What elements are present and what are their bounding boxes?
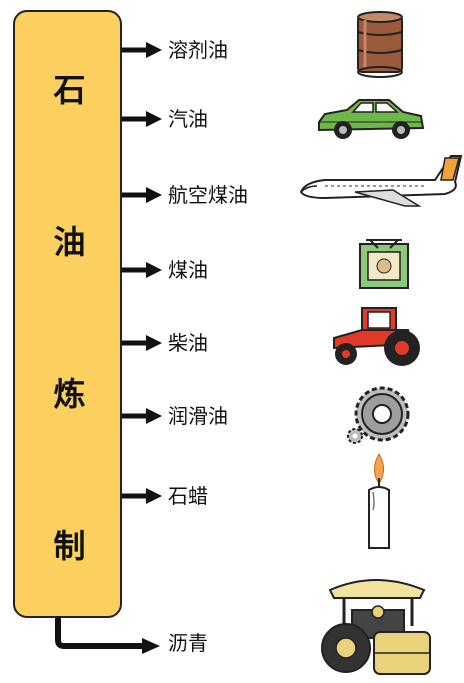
gear-icon (347, 386, 410, 444)
column-char-3: 炼 (53, 375, 86, 413)
product-row-lubricant: 润滑油 (0, 401, 464, 431)
product-label-kerosene: 煤油 (168, 258, 208, 282)
arrow-icon (122, 187, 162, 203)
arrow-icon (122, 42, 162, 58)
column-char-4: 制 (53, 527, 86, 565)
product-label-jet-fuel: 航空煤油 (168, 183, 248, 207)
asphalt-pipe (55, 616, 160, 654)
product-row-asphalt: 沥青 (0, 628, 464, 658)
product-row-solvent: 溶剂油 (0, 35, 464, 65)
arrow-icon (122, 408, 162, 424)
refinery-column: 石 油 炼 制 (13, 10, 122, 618)
road-roller-icon (321, 579, 431, 675)
column-char-2: 油 (53, 223, 86, 261)
product-row-diesel: 柴油 (0, 328, 464, 358)
product-row-jet-fuel: 航空煤油 (0, 180, 464, 210)
product-label-gasoline: 汽油 (168, 107, 208, 131)
arrow-icon (122, 262, 162, 278)
car-icon (318, 99, 425, 139)
column-char-1: 石 (53, 71, 86, 109)
tractor-icon (333, 307, 420, 366)
product-label-lubricant: 润滑油 (168, 404, 228, 428)
arrow-icon (122, 111, 162, 127)
product-row-paraffin: 石蜡 (0, 481, 464, 511)
product-label-solvent: 溶剂油 (168, 38, 228, 62)
airplane-icon (299, 155, 463, 207)
product-label-paraffin: 石蜡 (168, 484, 208, 508)
arrow-icon (122, 335, 162, 351)
product-row-kerosene: 煤油 (0, 255, 464, 285)
product-label-diesel: 柴油 (168, 331, 208, 355)
product-row-gasoline: 汽油 (0, 104, 464, 134)
candle-icon (368, 452, 390, 549)
oil-barrel-icon (357, 11, 403, 78)
product-label-asphalt: 沥青 (168, 631, 208, 655)
arrow-icon (122, 488, 162, 504)
kerosene-lamp-icon (359, 239, 409, 289)
